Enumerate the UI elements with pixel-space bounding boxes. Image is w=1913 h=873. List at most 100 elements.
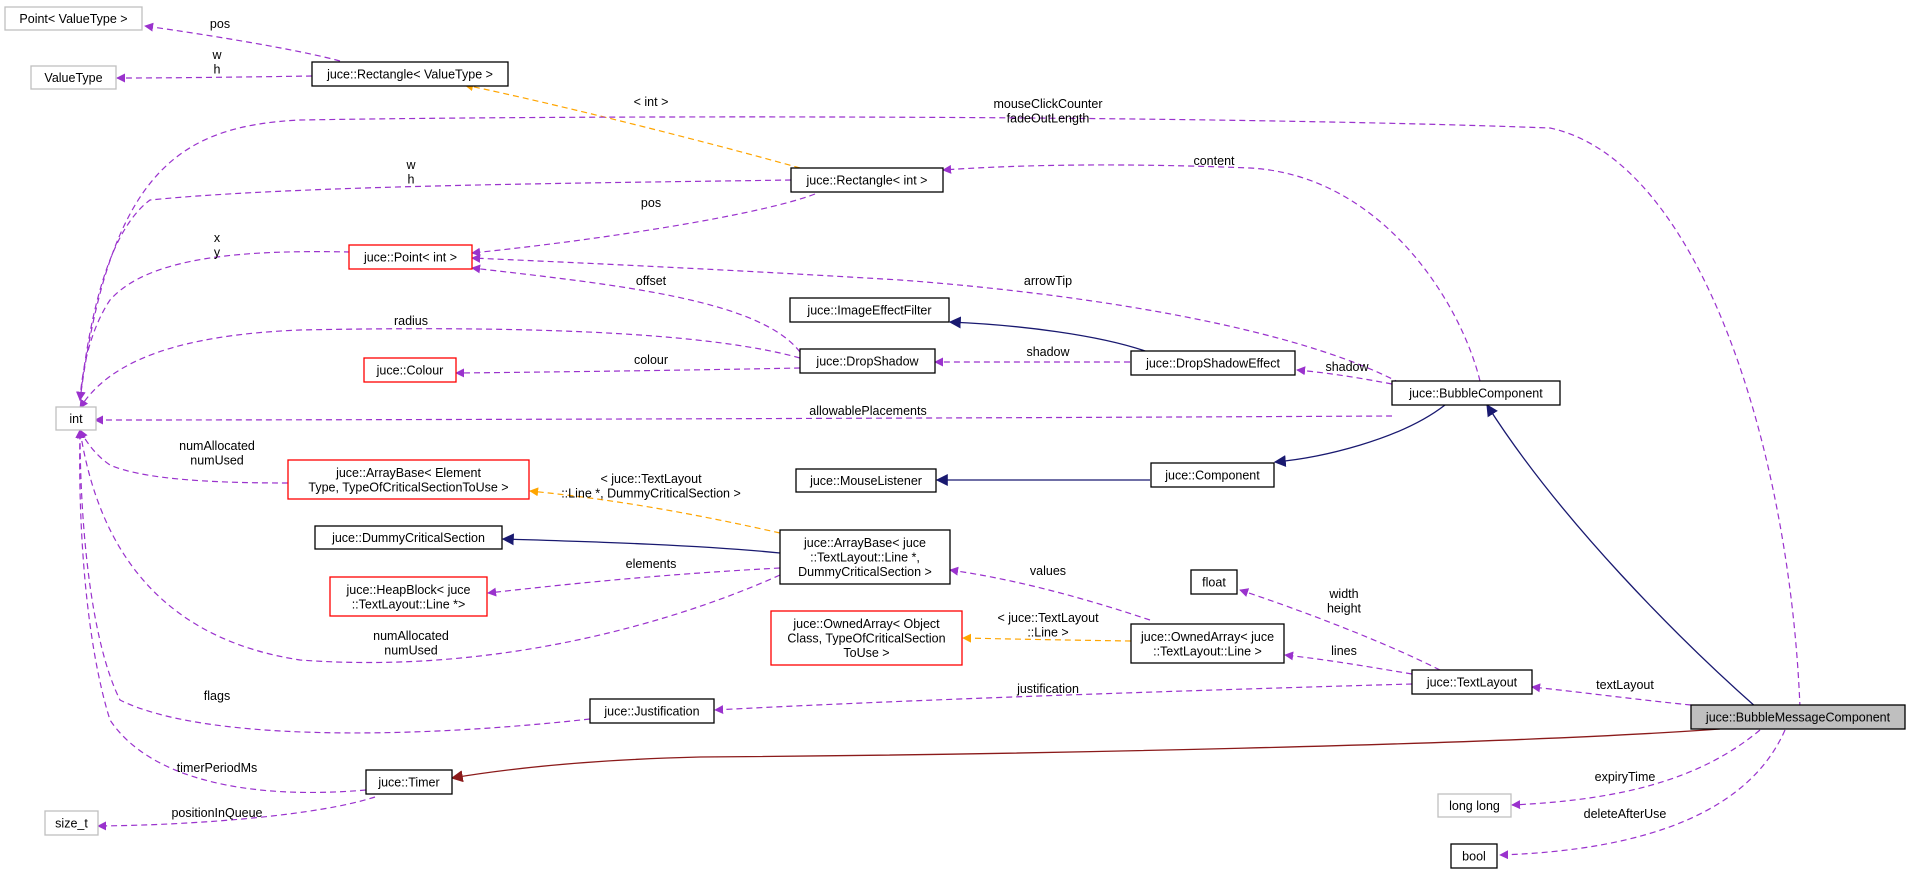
node-box (314, 525, 503, 550)
edge-label-shadow-1: shadow (1026, 345, 1070, 359)
edge-label-allowable: allowablePlacements (809, 404, 926, 418)
edge-colour (455, 367, 801, 378)
node-colour[interactable]: juce::Colour (363, 357, 457, 383)
node-box (789, 297, 950, 323)
edge-label-text-layout: textLayout (1596, 678, 1654, 692)
node-label: size_t (55, 817, 88, 831)
node-valuetype[interactable]: ValueType (30, 65, 117, 90)
node-bool[interactable]: bool (1450, 843, 1498, 869)
node-label: juce::Justification (603, 705, 699, 719)
edge-inherit-dummy (501, 533, 781, 554)
node-label: juce::TextLayout (1426, 676, 1518, 690)
node-label: juce::Component (1164, 469, 1260, 483)
node-size-t[interactable]: size_t (44, 810, 99, 836)
node-int[interactable]: int (55, 406, 97, 431)
edge-mouse-click (76, 116, 1801, 709)
edge-text-layout (1531, 683, 1692, 706)
edge-label-flags: flags (204, 689, 230, 703)
node-bubble-message-component[interactable]: juce::BubbleMessageComponent (1690, 704, 1906, 730)
edge-label-timer-period: timerPeriodMs (177, 761, 258, 775)
node-box (779, 529, 951, 585)
node-label: juce::HeapBlock< juce::TextLayout::Line … (345, 583, 470, 612)
node-label: juce::Timer (377, 776, 439, 790)
node-drop-shadow[interactable]: juce::DropShadow (799, 348, 936, 374)
node-point-int[interactable]: juce::Point< int > (348, 244, 473, 270)
node-box (1690, 704, 1906, 730)
node-box (799, 348, 936, 374)
edge-xy (76, 251, 351, 401)
node-dummy-critical-section[interactable]: juce::DummyCriticalSection (314, 525, 503, 550)
edge-radius (79, 328, 801, 409)
edge-inherit-filter (948, 316, 1149, 353)
node-mouse-listener[interactable]: juce::MouseListener (795, 468, 937, 493)
node-label: Point< ValueType > (19, 12, 127, 26)
node-long-long[interactable]: long long (1437, 793, 1512, 818)
node-label: float (1202, 576, 1226, 590)
edge-label-justification: justification (1016, 682, 1079, 696)
edge-label-values: values (1030, 564, 1066, 578)
edge-inherit-bubble (1486, 403, 1758, 709)
node-label: juce::ImageEffectFilter (806, 304, 931, 318)
edge-elements (487, 567, 781, 597)
edge-wh-mid (76, 179, 792, 401)
node-rectangle-int[interactable]: juce::Rectangle< int > (790, 167, 944, 193)
edge-timer-period (75, 429, 367, 794)
edge-label-textlayout-template: < juce::TextLayout::Line *, DummyCritica… (561, 472, 741, 501)
node-justification[interactable]: juce::Justification (589, 698, 715, 724)
node-box (1391, 380, 1561, 406)
edge-position-queue (97, 796, 376, 831)
node-image-effect-filter[interactable]: juce::ImageEffectFilter (789, 297, 950, 323)
edge-content (942, 164, 1481, 382)
node-heapblock[interactable]: juce::HeapBlock< juce::TextLayout::Line … (329, 576, 488, 617)
edge-label-pos-mid: pos (641, 196, 661, 210)
node-label: juce::OwnedArray< juce::TextLayout::Line… (1140, 630, 1274, 659)
edge-label-arrow-tip: arrowTip (1024, 274, 1072, 288)
node-text-layout[interactable]: juce::TextLayout (1411, 669, 1533, 695)
node-box (1130, 350, 1296, 376)
edge-label-colour: colour (634, 353, 668, 367)
node-box (55, 406, 97, 431)
node-arraybase-textlayout-line[interactable]: juce::ArrayBase< juce::TextLayout::Line … (779, 529, 951, 585)
node-point-valuetype[interactable]: Point< ValueType > (4, 6, 143, 31)
node-bubble-component[interactable]: juce::BubbleComponent (1391, 380, 1561, 406)
node-box (1450, 843, 1498, 869)
edge-arrow-tip (471, 253, 1401, 384)
edge-flags (75, 429, 591, 734)
edge-num-alloc-2 (76, 429, 781, 664)
node-box (348, 244, 473, 270)
edge-label-position-queue: positionInQueue (171, 806, 262, 820)
node-box (770, 610, 963, 666)
edge-wh-top (116, 73, 313, 83)
edge-label-textlayout-line-template: < juce::TextLayout::Line > (997, 611, 1099, 640)
edge-label-delete-after: deleteAfterUse (1584, 807, 1667, 821)
node-ownedarray-textlayout-line[interactable]: juce::OwnedArray< juce::TextLayout::Line… (1130, 623, 1285, 664)
node-label: juce::Rectangle< ValueType > (326, 68, 493, 82)
node-box (287, 459, 530, 500)
node-box (790, 167, 944, 193)
node-label: juce::ArrayBase< juce::TextLayout::Line … (798, 536, 932, 579)
edge-justification (714, 683, 1413, 715)
node-box (44, 810, 99, 836)
node-float[interactable]: float (1190, 569, 1238, 595)
edge-pos-top (144, 22, 341, 62)
node-label: juce::Rectangle< int > (806, 174, 928, 188)
edge-label-content: content (1193, 154, 1235, 168)
node-drop-shadow-effect[interactable]: juce::DropShadowEffect (1130, 350, 1296, 376)
edge-expiry (1511, 729, 1761, 810)
edge-allowable (94, 415, 1393, 425)
node-box (329, 576, 488, 617)
edge-textlayout-line-template (962, 633, 1132, 643)
edge-lines (1284, 651, 1413, 675)
node-timer[interactable]: juce::Timer (365, 769, 453, 795)
node-component[interactable]: juce::Component (1150, 462, 1275, 488)
edge-label-expiry: expiryTime (1595, 770, 1656, 784)
node-rectangle-valuetype[interactable]: juce::Rectangle< ValueType > (311, 61, 509, 87)
